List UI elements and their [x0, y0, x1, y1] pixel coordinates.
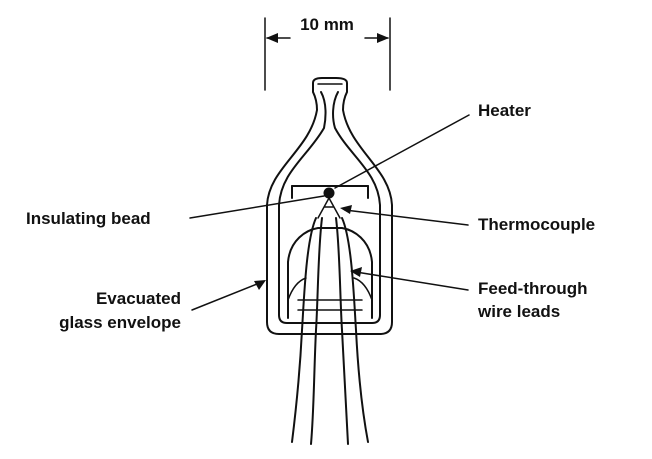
envelope-label-line1: Evacuated — [96, 289, 181, 308]
dimension-indicator: 10 mm — [264, 15, 391, 91]
heater-assembly — [291, 185, 369, 219]
thermocouple-junction — [317, 197, 341, 219]
dimension-label: 10 mm — [300, 15, 354, 34]
feed-through-leader — [355, 271, 469, 291]
dimension-arrow-right — [377, 33, 389, 43]
feed-through-arrow — [350, 267, 362, 277]
wire-lead-4 — [341, 217, 369, 443]
feed-through-label-line1: Feed-through — [478, 279, 588, 298]
leader-lines — [189, 114, 470, 311]
labels: Heater Insulating bead Thermocouple Feed… — [26, 101, 595, 332]
mount-press-shoulder — [287, 277, 373, 301]
feed-through-wires — [291, 217, 369, 445]
thermocouple-arrow — [340, 205, 352, 214]
heater-leader — [334, 114, 470, 189]
insulating-bead-leader — [189, 195, 325, 219]
wire-lead-3 — [335, 217, 349, 445]
mount-press-inner — [297, 299, 363, 311]
insulating-bead-dot — [323, 187, 335, 199]
heater-label: Heater — [478, 101, 531, 120]
envelope-label-line2: glass envelope — [59, 313, 181, 332]
thermocouple-leader — [344, 209, 469, 226]
feed-through-label-line2: wire leads — [477, 302, 560, 321]
envelope-leader — [191, 281, 263, 311]
thermocouple-label: Thermocouple — [478, 215, 595, 234]
dimension-arrow-left — [266, 33, 278, 43]
mount-press-outer — [287, 227, 373, 319]
envelope-inner-wall — [278, 91, 381, 324]
wire-lead-2 — [310, 217, 323, 445]
envelope-outer-wall — [266, 77, 393, 335]
insulating-bead-label: Insulating bead — [26, 209, 151, 228]
wire-lead-1 — [291, 217, 317, 443]
envelope-arrow — [254, 280, 266, 290]
glass-envelope — [266, 77, 393, 335]
